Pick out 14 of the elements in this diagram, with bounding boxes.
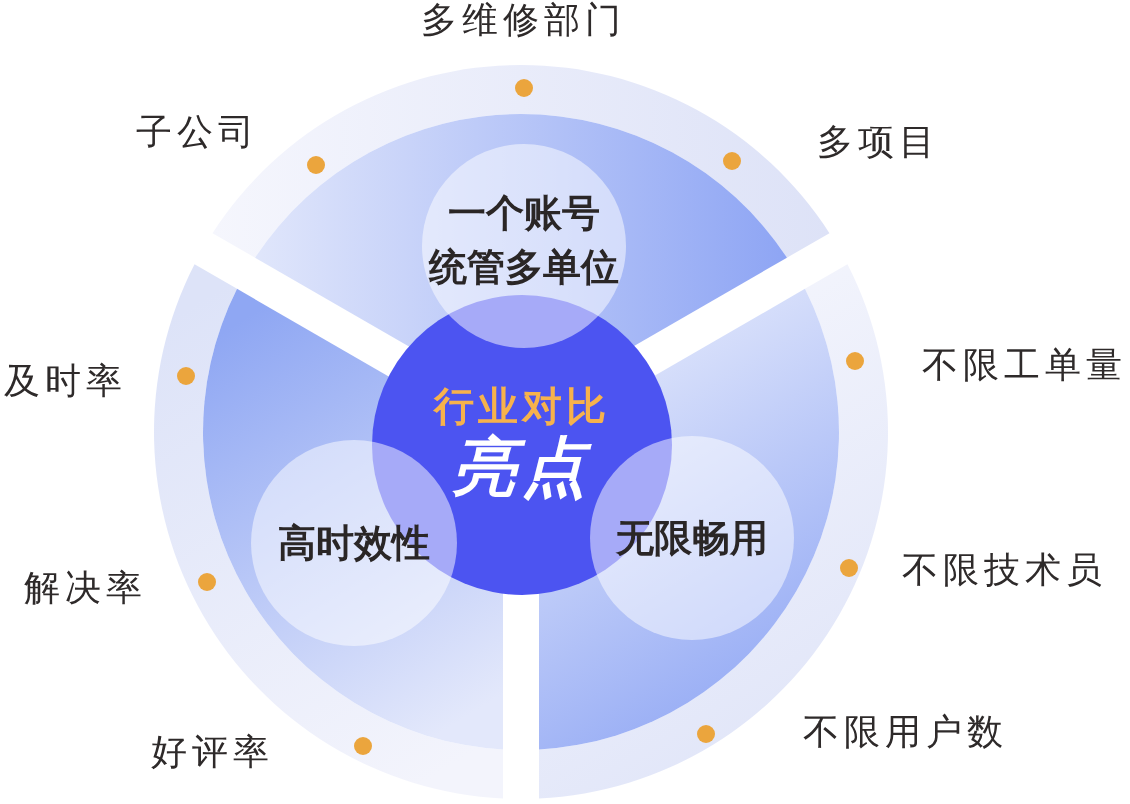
feature-label: 多项目 xyxy=(816,121,940,163)
feature-label: 不限用户数 xyxy=(802,711,1008,753)
feature-label: 多维修部门 xyxy=(420,0,626,41)
feature-label: 好评率 xyxy=(150,731,274,773)
feature-label: 及时率 xyxy=(3,360,127,402)
heading-text: 行业对比 xyxy=(434,382,610,430)
feature-title: 高时效性 xyxy=(278,520,430,567)
feature-title: 无限畅用 xyxy=(616,515,768,562)
feature-label: 不限工单量 xyxy=(921,344,1127,386)
feature-label: 不限技术员 xyxy=(901,549,1107,591)
feature-label: 子公司 xyxy=(135,111,259,153)
feature-label: 解决率 xyxy=(23,567,147,609)
highlight-text: 亮点 xyxy=(452,430,592,504)
feature-title: 一个账号统管多单位 xyxy=(429,190,619,291)
